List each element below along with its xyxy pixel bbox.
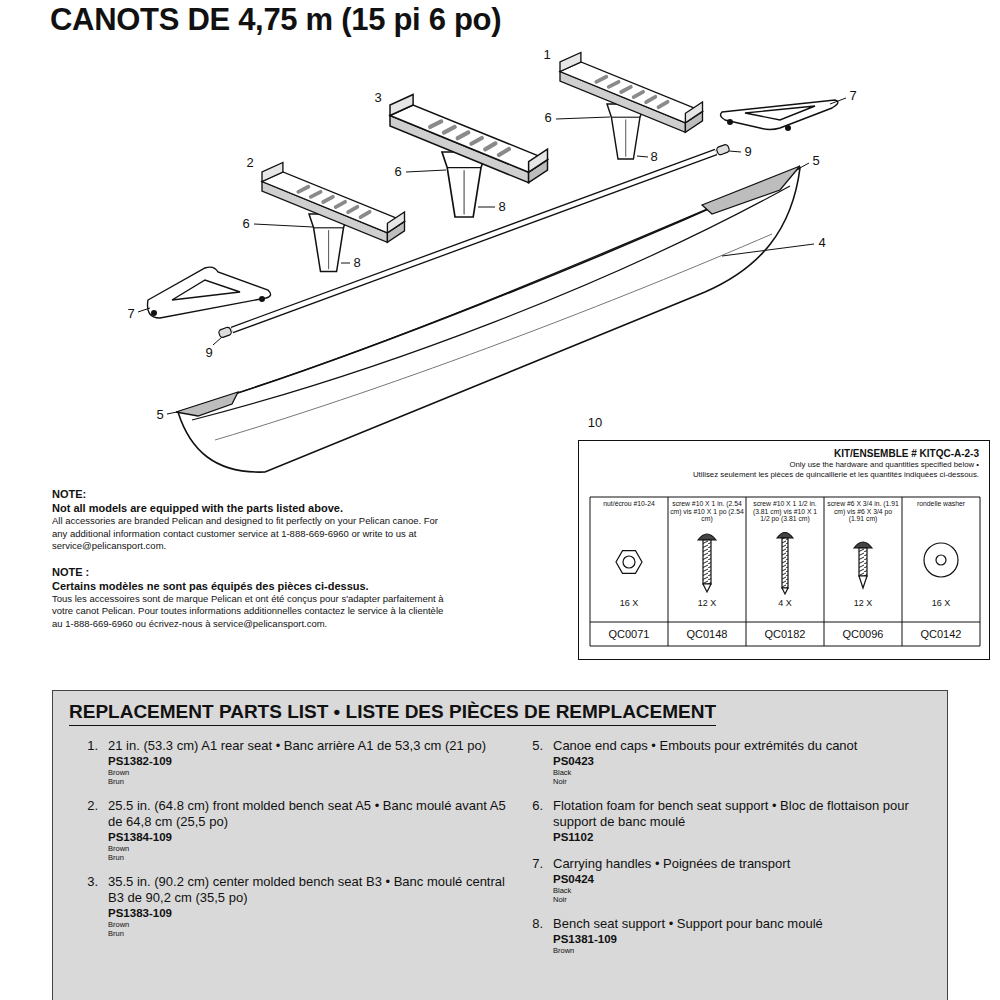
part-code: PS0424 <box>553 872 943 886</box>
box-note: Utilisez seulement les pièces de quincai… <box>589 470 979 480</box>
part-code: PS1384-109 <box>108 830 508 844</box>
callout-number: 9 <box>733 144 763 160</box>
table-cell: screw #10 X 1 1/2 in. (3.81 cm) vis #10 … <box>748 500 822 523</box>
callout-number: 6 <box>533 110 563 126</box>
part-entry: 8.Bench seat support • Support pour banc… <box>553 916 943 955</box>
part-color: Brown <box>108 844 508 853</box>
part-list-number: 8. <box>513 916 543 932</box>
callout-number: 9 <box>194 345 224 361</box>
page-title: CANOTS DE 4,75 m (15 pi 6 po) <box>50 3 501 37</box>
part-description: Carrying handles • Poignées de transport <box>553 856 943 872</box>
part-list-number: 6. <box>513 798 543 814</box>
callout-number: 5 <box>145 407 175 423</box>
part-entry: 7.Carrying handles • Poignées de transpo… <box>553 856 943 904</box>
part-code: PS1383-109 <box>108 906 508 920</box>
part-description: 35.5 in. (90.2 cm) center molded bench s… <box>108 874 508 906</box>
part-color: Noir <box>553 895 943 904</box>
part-entry: 3.35.5 in. (90.2 cm) center molded bench… <box>108 874 508 938</box>
part-list-number: 2. <box>68 798 98 814</box>
leader-lines <box>138 98 846 414</box>
callout-number: 7 <box>838 88 868 104</box>
seat-supports <box>309 104 644 272</box>
note-text: Tous les accessoires sont de marque Peli… <box>52 593 452 631</box>
part-description: Bench seat support • Support pour banc m… <box>553 916 943 932</box>
note-text: NOTE : <box>52 565 452 579</box>
note-text: Not all models are equipped with the par… <box>52 501 452 515</box>
part-entry: 1.21 in. (53.3 cm) A1 rear seat • Banc a… <box>108 738 508 786</box>
part-color: Brown <box>553 946 943 955</box>
part-entry: 2.25.5 in. (64.8 cm) front molded bench … <box>108 798 508 862</box>
table-cell: QC0142 <box>904 627 978 641</box>
table-cell: QC0182 <box>748 627 822 641</box>
part-color: Brown <box>108 920 508 929</box>
part-list-number: 7. <box>513 856 543 872</box>
callout-number: 1 <box>532 47 562 63</box>
part-list-number: 1. <box>68 738 98 754</box>
table-cell: QC0096 <box>826 627 900 641</box>
note-text: Certains modèles ne sont pas équipés des… <box>52 579 452 593</box>
callout-number: 8 <box>487 199 517 215</box>
table-cell: screw #10 X 1 in. (2.54 cm) vis #10 X 1 … <box>670 500 744 523</box>
part-entry: 6.Flotation foam for bench seat support … <box>553 798 943 844</box>
part-code: PS1382-109 <box>108 754 508 768</box>
table-cell: QC0148 <box>670 627 744 641</box>
part-color: Black <box>553 886 943 895</box>
part-entry: 5.Canoe end caps • Embouts pour extrémit… <box>553 738 943 786</box>
table-cell: screw #6 X 3/4 in. (1.91 cm) vis #6 X 3/… <box>826 500 900 523</box>
part-color: Brown <box>108 768 508 777</box>
table-cell: rondelle washer <box>904 500 978 508</box>
part-code: PS1381-109 <box>553 932 943 946</box>
parts-list-panel: REPLACEMENT PARTS LIST • LISTE DES PIÈCE… <box>52 690 948 1000</box>
part-color: Brun <box>108 853 508 862</box>
table-cell: QC0071 <box>592 627 666 641</box>
callout-number: 4 <box>807 235 837 251</box>
callout-number: 7 <box>116 306 146 322</box>
part-color: Brun <box>108 777 508 786</box>
table-cell: nut/écrou #10-24 <box>592 500 666 508</box>
callout-number: 8 <box>342 255 372 271</box>
part-list-number: 3. <box>68 874 98 890</box>
callout-number: 5 <box>801 153 831 169</box>
notes-block: NOTE:Not all models are equipped with th… <box>52 487 452 630</box>
note-text: NOTE: <box>52 487 452 501</box>
box-note: Only use the hardware and quantities spe… <box>589 460 979 470</box>
part-code: PS1102 <box>553 830 943 844</box>
hardware-kit-box: KIT/ENSEMBLE # KITQC-A-2-3Only use the h… <box>578 440 990 660</box>
hardware-icons <box>616 533 958 595</box>
bench-seats <box>262 53 703 243</box>
part-description: Flotation foam for bench seat support • … <box>553 798 943 830</box>
part-color: Noir <box>553 777 943 786</box>
parts-column: 1.21 in. (53.3 cm) A1 rear seat • Banc a… <box>108 738 508 950</box>
callout-number: 8 <box>639 149 669 165</box>
callout-number: 6 <box>231 216 261 232</box>
parts-column: 5.Canoe end caps • Embouts pour extrémit… <box>553 738 943 967</box>
hardware-table-grid <box>590 497 980 646</box>
callout-number: 3 <box>363 90 393 106</box>
box-heading: REPLACEMENT PARTS LIST • LISTE DES PIÈCE… <box>69 701 716 726</box>
part-code: PS0423 <box>553 754 943 768</box>
note-text: All accessories are branded Pelican and … <box>52 515 452 553</box>
table-cell: 12 X <box>826 598 900 609</box>
part-color: Brun <box>108 929 508 938</box>
part-list-number: 5. <box>513 738 543 754</box>
callout-number: 6 <box>383 164 413 180</box>
table-cell: 4 X <box>748 598 822 609</box>
callout-number: 10 <box>580 415 610 431</box>
table-cell: 12 X <box>670 598 744 609</box>
part-description: 21 in. (53.3 cm) A1 rear seat • Banc arr… <box>108 738 508 754</box>
part-description: Canoe end caps • Embouts pour extrémités… <box>553 738 943 754</box>
table-cell: 16 X <box>592 598 666 609</box>
carrying-handles <box>148 100 838 318</box>
table-cell: 16 X <box>904 598 978 609</box>
part-description: 25.5 in. (64.8 cm) front molded bench se… <box>108 798 508 830</box>
box-heading: KIT/ENSEMBLE # KITQC-A-2-3 <box>589 447 979 460</box>
callout-number: 2 <box>235 155 265 171</box>
part-color: Black <box>553 768 943 777</box>
gunwale-rod <box>218 144 730 338</box>
